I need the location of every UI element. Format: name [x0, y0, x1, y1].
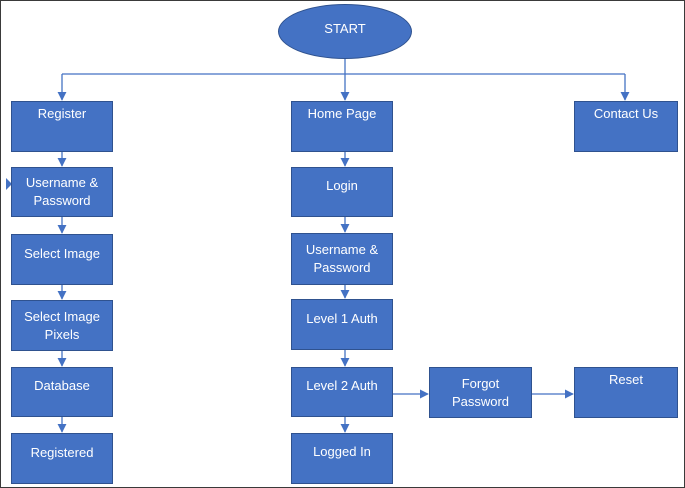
select-image-pixels-node: Select Image Pixels	[11, 300, 113, 351]
register-node: Register	[11, 101, 113, 152]
database-node: Database	[11, 367, 113, 417]
stray-arrowhead	[6, 178, 12, 190]
level2-auth-node: Level 2 Auth	[291, 367, 393, 417]
contact-us-node: Contact Us	[574, 101, 678, 152]
logged-in-node: Logged In	[291, 433, 393, 484]
registered-node: Registered	[11, 433, 113, 484]
level1-auth-node: Level 1 Auth	[291, 299, 393, 350]
forgot-password-node: Forgot Password	[429, 367, 532, 418]
username-password-mid-node: Username & Password	[291, 233, 393, 285]
username-password-left-node: Username & Password	[11, 167, 113, 217]
start-node: START	[278, 4, 412, 59]
select-image-node: Select Image	[11, 234, 113, 285]
login-node: Login	[291, 167, 393, 217]
reset-node: Reset	[574, 367, 678, 418]
home-page-node: Home Page	[291, 101, 393, 152]
